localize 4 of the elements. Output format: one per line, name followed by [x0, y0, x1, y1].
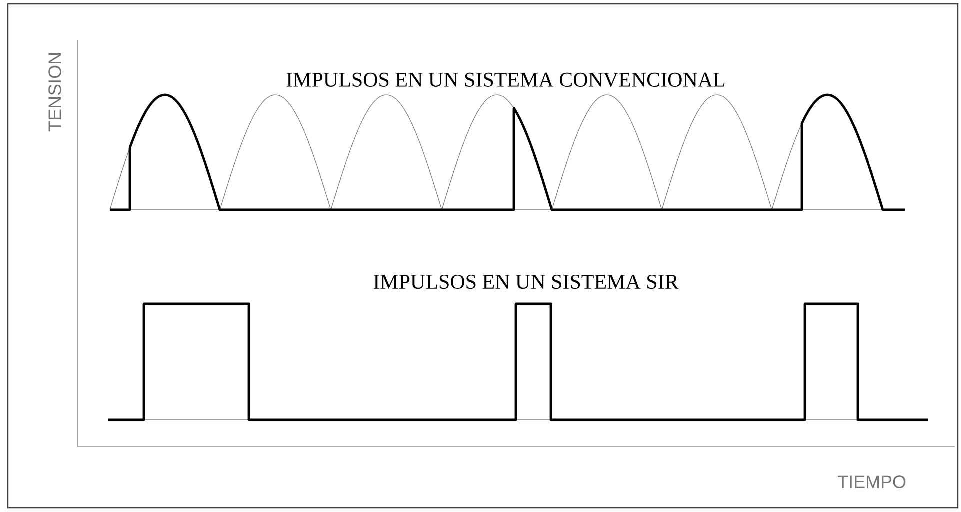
waveform-title: IMPULSOS EN UN SISTEMA SIR [374, 274, 679, 290]
axis-label: TIEMPO [838, 476, 906, 488]
axis-label: TENSION [48, 53, 62, 132]
waveform-title: IMPULSOS EN UN SISTEMA CONVENCIONAL [286, 72, 725, 88]
